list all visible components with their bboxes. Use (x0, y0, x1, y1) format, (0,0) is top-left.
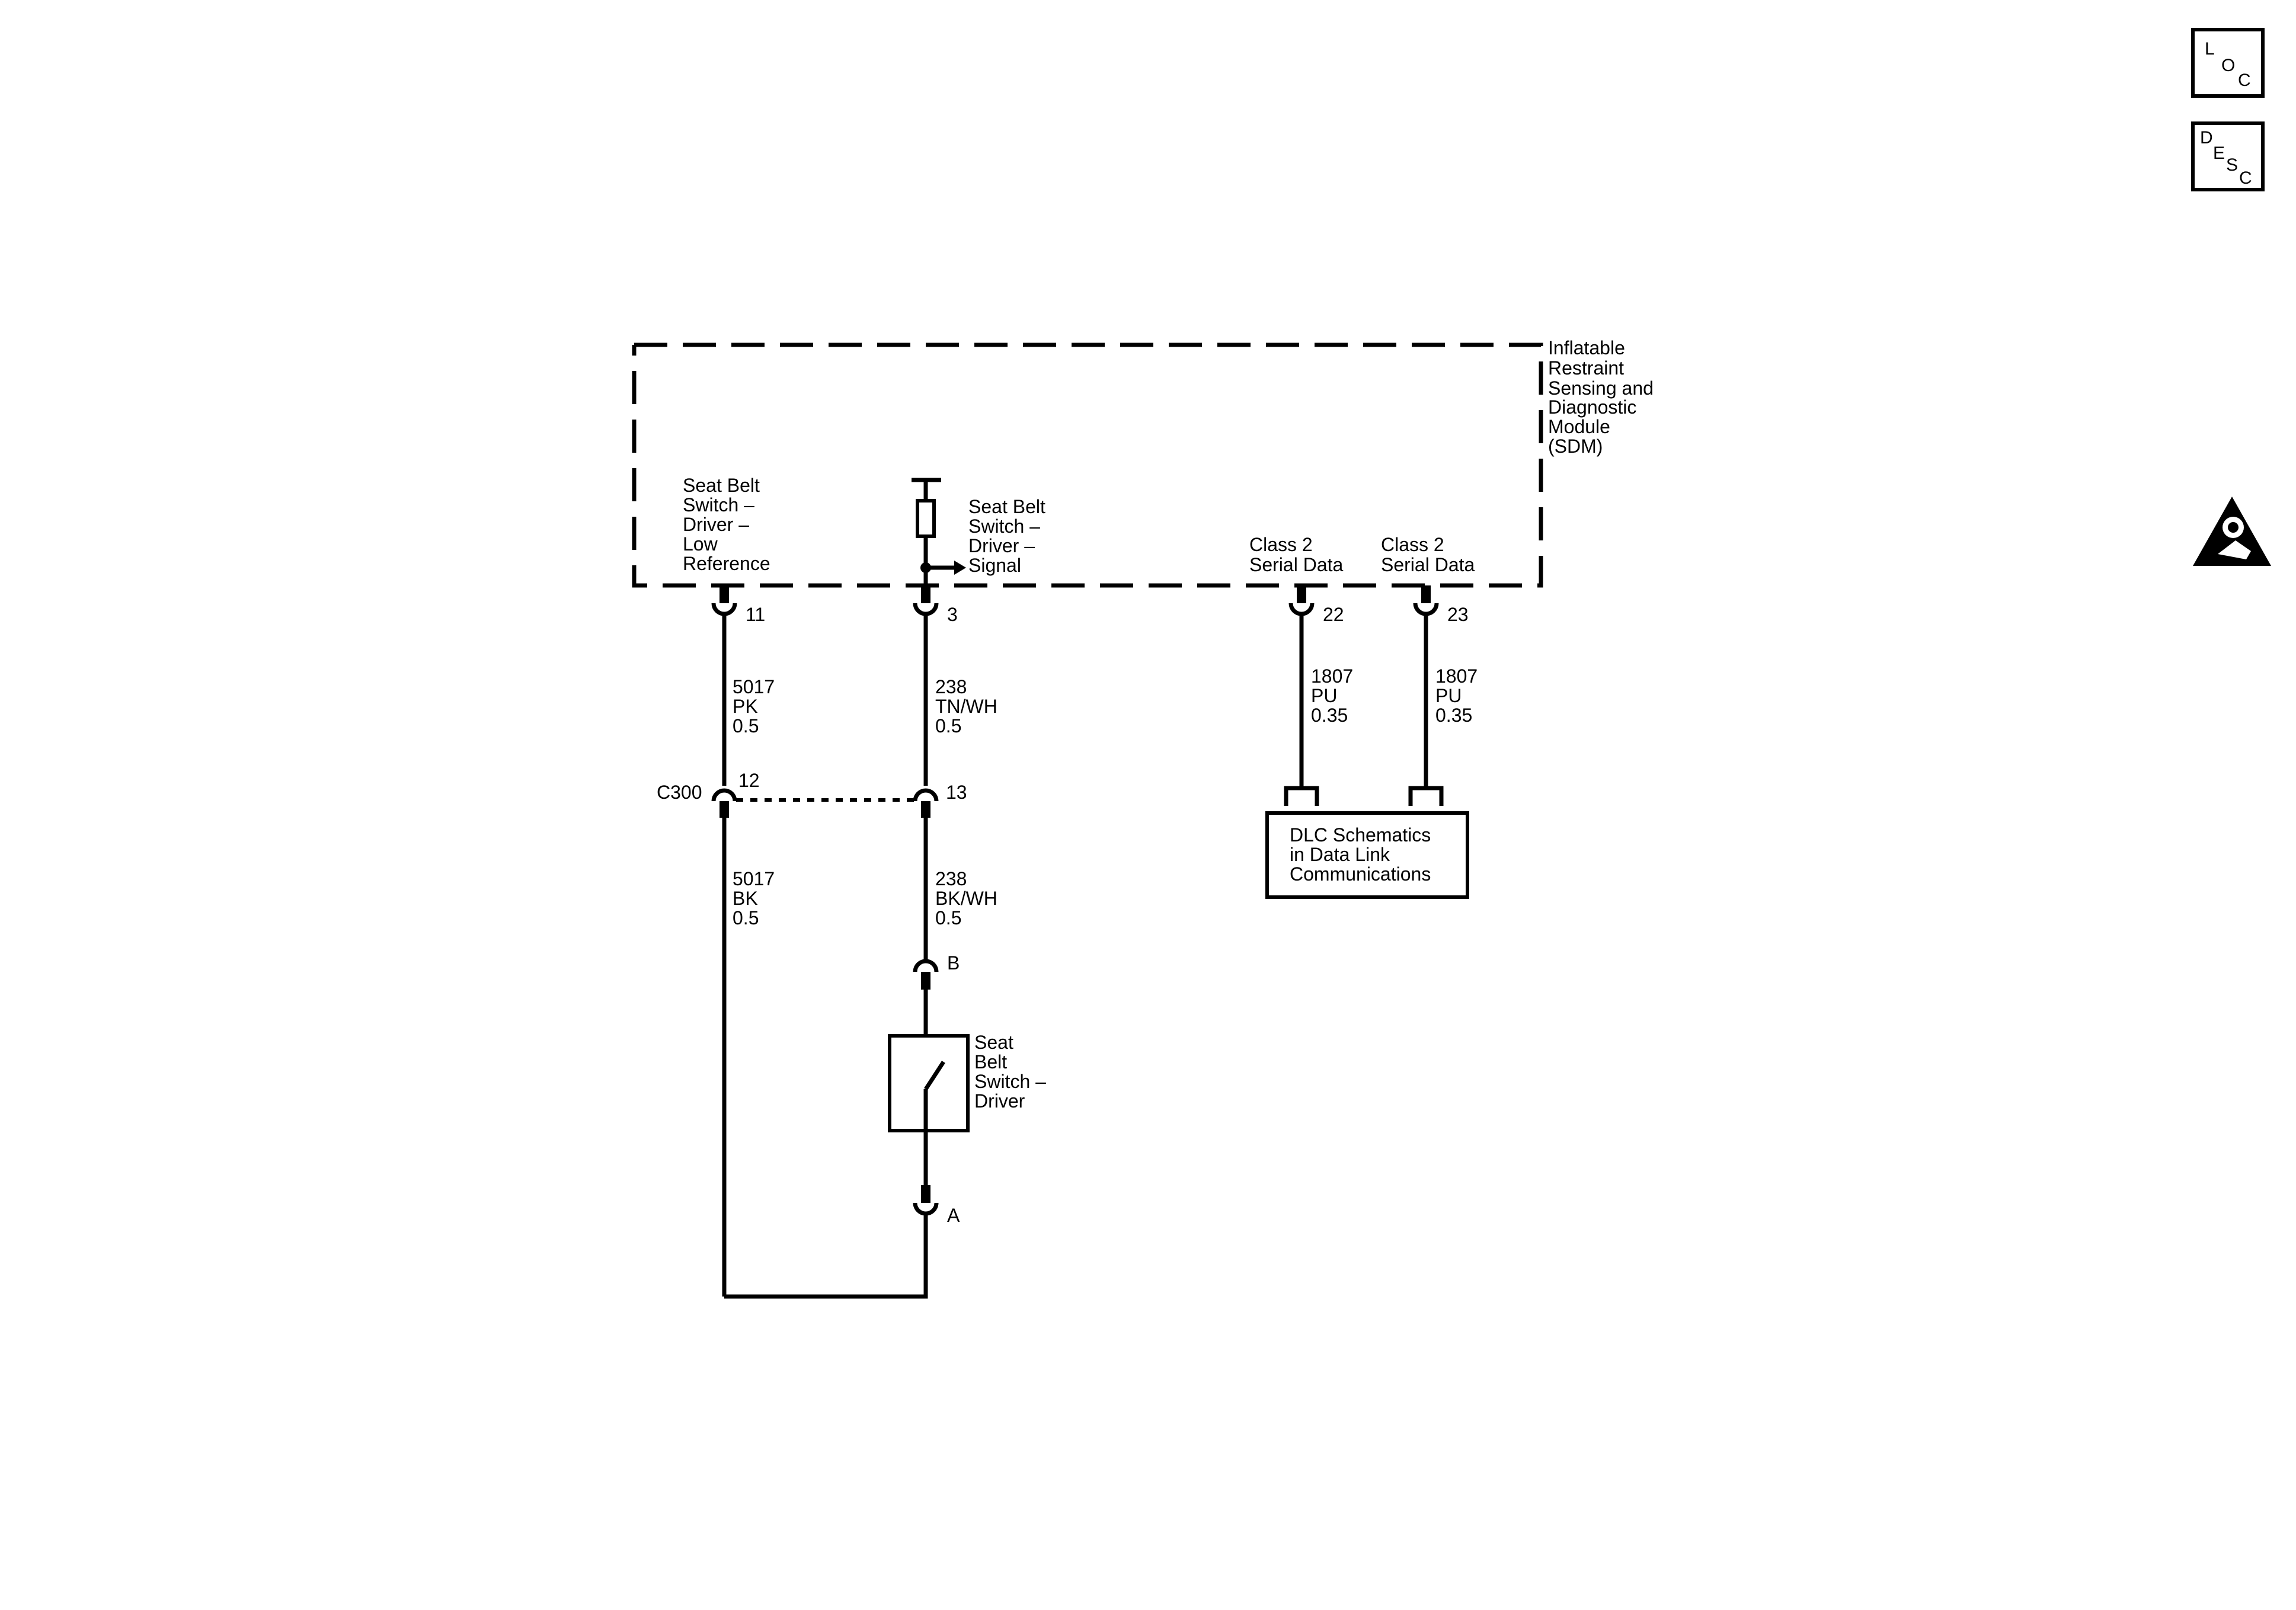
wire-1807-pu-22: 1807 PU 0.35 (1299, 614, 1353, 788)
dlc-label-line: Communications (1290, 863, 1431, 885)
switch-connector-a: A (913, 1185, 960, 1226)
wire-1807-pu-23: 1807 PU 0.35 (1424, 614, 1478, 788)
sdm-label-line: Restraint (1548, 357, 1624, 379)
terminal-label-line: Switch – (968, 516, 1040, 537)
dlc-schematics-link[interactable]: DLC Schematics in Data Link Communicatio… (1265, 786, 1469, 899)
switch-label-line: Seat (974, 1032, 1013, 1053)
terminal-label-line: Serial Data (1249, 554, 1344, 575)
sdm-pin-23: 23 (1413, 585, 1469, 625)
pin-number: 22 (1323, 604, 1344, 625)
sdm-label-line: Inflatable (1548, 337, 1625, 359)
terminal-label-line: Class 2 (1381, 534, 1444, 555)
connector-name: C300 (657, 782, 702, 803)
wire-circuit-number: 1807 (1435, 665, 1478, 687)
terminal-label-line: Signal (968, 555, 1021, 576)
terminal-label-line: Driver – (683, 514, 749, 535)
wire-gauge: 0.5 (733, 715, 759, 737)
sdm-module-label: Inflatable Restraint Sensing and Diagnos… (1548, 337, 1654, 457)
terminal-label-line: Class 2 (1249, 534, 1313, 555)
switch-label-line: Belt (974, 1051, 1007, 1073)
seat-belt-switch-driver: Seat Belt Switch – Driver (888, 990, 1046, 1185)
terminal-23-label: Class 2 Serial Data (1381, 534, 1475, 575)
wire-5017-bk: 5017 BK 0.5 (722, 818, 775, 1297)
wire-color: BK (733, 888, 758, 909)
wire-color: PK (733, 696, 758, 717)
pin-letter: A (947, 1205, 960, 1226)
pin-number: 12 (738, 770, 760, 791)
switch-connector-b: B (913, 952, 960, 990)
desc-button[interactable]: D E S C (2191, 121, 2265, 191)
wire-color: BK/WH (935, 888, 997, 909)
wire-gauge: 0.5 (733, 907, 759, 929)
pin-number: 13 (946, 782, 967, 803)
loc-letter-o: O (2221, 56, 2235, 75)
sdm-pin-22: 22 (1288, 585, 1344, 625)
wire-color: PU (1435, 685, 1462, 706)
desc-letter-e: E (2213, 143, 2225, 163)
terminal-3-label: Seat Belt Switch – Driver – Signal (968, 496, 1045, 576)
pin-letter: B (947, 952, 960, 974)
terminal-22-label: Class 2 Serial Data (1249, 534, 1344, 575)
sdm-pin-3: 3 (913, 585, 958, 625)
sdm-module-outline (632, 343, 1543, 588)
wire-circuit-number: 5017 (733, 868, 775, 889)
wire-238-bk-wh: 238 BK/WH 0.5 (923, 818, 997, 960)
connector-c300: C300 12 13 (657, 770, 967, 818)
pin-number: 23 (1447, 604, 1469, 625)
terminal-label-line: Serial Data (1381, 554, 1475, 575)
wire-5017-pk: 5017 PK 0.5 (722, 614, 775, 786)
loc-button[interactable]: L O C (2191, 28, 2265, 98)
pullup-resistor-symbol (912, 478, 966, 593)
dlc-label-line: DLC Schematics (1290, 824, 1431, 846)
sdm-label-line: Module (1548, 416, 1610, 437)
sdm-label-line: (SDM) (1548, 436, 1603, 457)
sdm-pin-11: 11 (711, 585, 765, 625)
desc-letter-d: D (2200, 128, 2213, 148)
wire-gauge: 0.35 (1311, 705, 1348, 726)
wire-gauge: 0.5 (935, 907, 961, 929)
loc-letter-c: C (2238, 71, 2251, 90)
terminal-11-label: Seat Belt Switch – Driver – Low Referenc… (683, 475, 770, 574)
wire-238-tn-wh: 238 TN/WH 0.5 (923, 614, 997, 786)
wire-circuit-number: 238 (935, 676, 967, 697)
sdm-label-line: Diagnostic (1548, 396, 1636, 418)
wire-circuit-number: 238 (935, 868, 967, 889)
wire-return-loop (724, 1214, 928, 1299)
terminal-label-line: Low (683, 533, 718, 555)
terminal-label-line: Seat Belt (683, 475, 760, 496)
wire-gauge: 0.35 (1435, 705, 1472, 726)
dlc-label-line: in Data Link (1290, 844, 1390, 865)
terminal-label-line: Driver – (968, 535, 1035, 556)
wire-color: PU (1311, 685, 1337, 706)
wire-circuit-number: 1807 (1311, 665, 1353, 687)
terminal-label-line: Reference (683, 553, 770, 574)
airbag-warning-icon (2193, 497, 2271, 566)
pin-number: 3 (947, 604, 958, 625)
wire-gauge: 0.5 (935, 715, 961, 737)
switch-label-line: Switch – (974, 1071, 1046, 1092)
wire-circuit-number: 5017 (733, 676, 775, 697)
loc-letter-l: L (2205, 39, 2215, 59)
pin-number: 11 (746, 604, 765, 625)
terminal-label-line: Seat Belt (968, 496, 1045, 517)
sdm-label-line: Sensing and (1548, 377, 1654, 399)
desc-letter-s: S (2226, 155, 2238, 175)
terminal-label-line: Switch – (683, 494, 754, 516)
desc-letter-c: C (2239, 168, 2252, 188)
wire-color: TN/WH (935, 696, 997, 717)
switch-label-line: Driver (974, 1090, 1025, 1112)
